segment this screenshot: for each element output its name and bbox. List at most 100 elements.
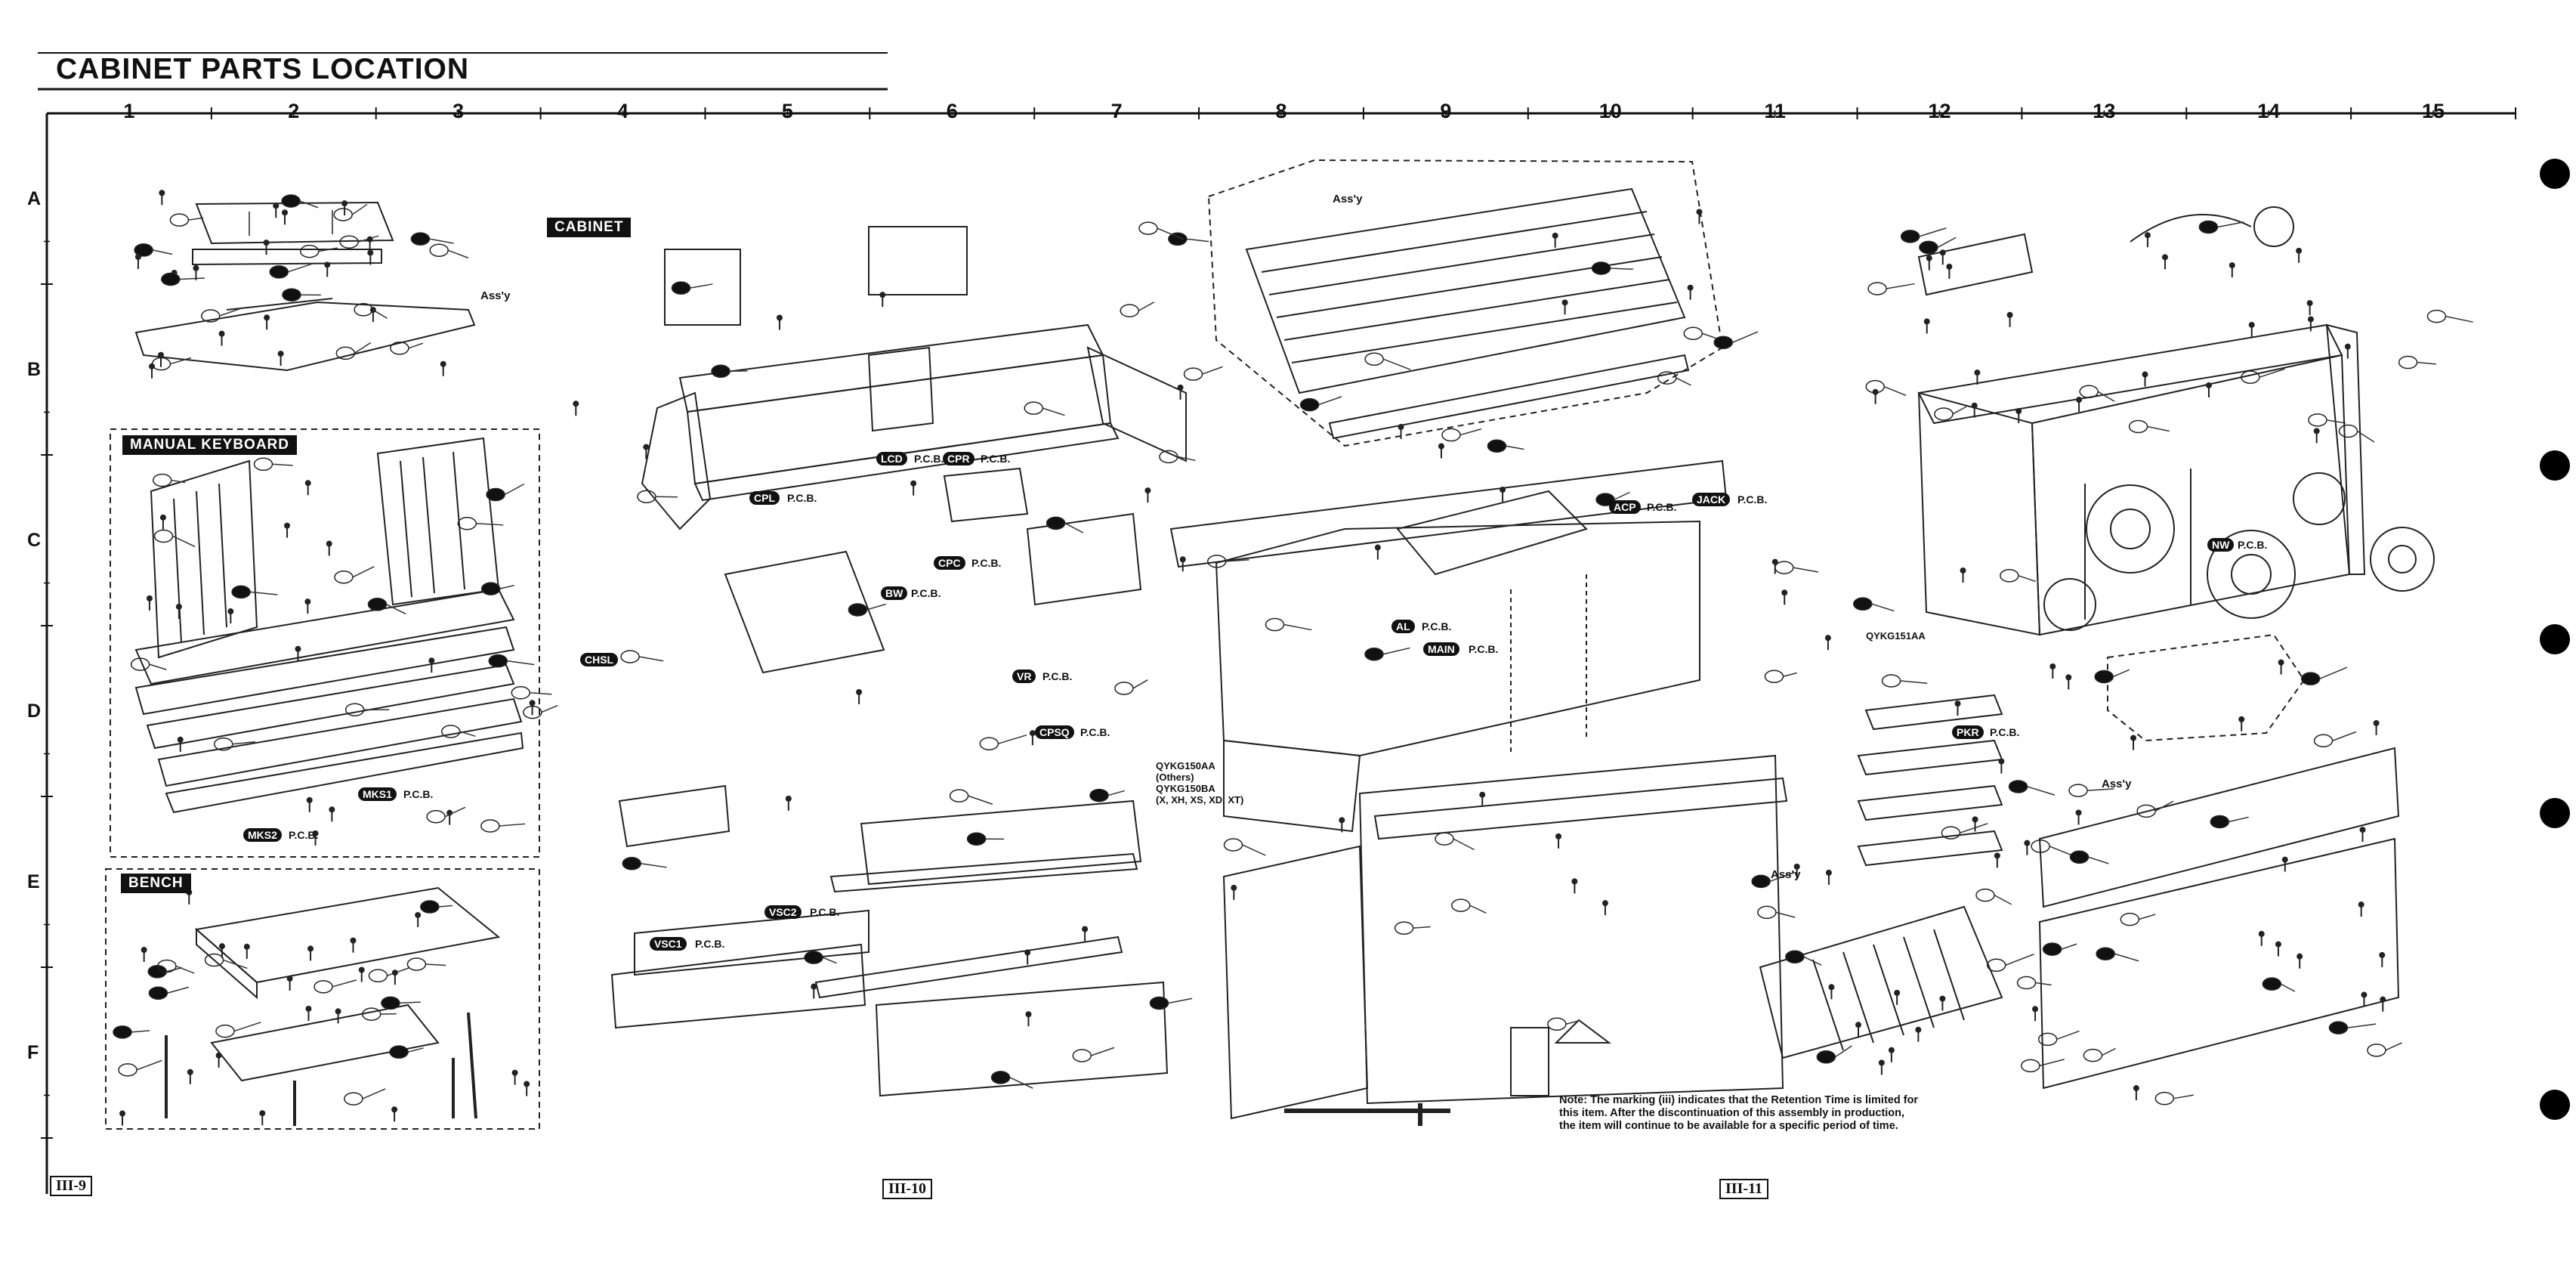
leader-line [288,263,314,273]
row-letter: F [27,1042,39,1063]
pcb-tag: JACK [1692,493,1731,506]
leader-line [1168,997,1193,1004]
callout-balloon [113,1025,132,1039]
leader-line [476,523,504,526]
pcb-suffix: P.C.B. [1469,643,1499,655]
control-panel-drawing [618,226,1187,848]
manual-keyboard-section-label: MANUAL KEYBOARD [122,435,297,455]
callout-balloon [1941,826,1961,840]
column-number: 8 [1275,100,1287,122]
pcb-tag: BW [881,586,908,600]
leader-line [408,342,424,349]
callout-balloon [1919,240,1938,255]
leader-line [1793,567,1819,573]
column-number: 9 [1440,100,1452,122]
leader-line [2445,315,2473,323]
callout-balloon [2426,309,2447,323]
pcb-suffix: P.C.B. [787,492,817,504]
leader-line [2035,982,2052,986]
leader-line [351,203,368,215]
leader-line [2229,816,2249,823]
leader-line [504,483,525,496]
callout-balloon [429,243,449,257]
leader-line [1731,331,1759,343]
leader-line [2154,800,2174,812]
top-board-box [1207,159,1724,447]
leader-line [152,249,173,255]
leader-line [2102,1047,2116,1056]
callout-balloon [2328,1021,2349,1034]
leader-line [1242,844,1266,856]
callout-balloon [2120,912,2140,926]
pcb-suffix: P.C.B. [2238,539,2268,551]
leader-line [170,357,192,365]
pcb-suffix: P.C.B. [1042,670,1073,682]
callout-balloon [1265,617,1285,632]
callout-balloon [1757,905,1777,920]
callout-balloon [1394,921,1414,935]
callout-balloon [381,996,400,1010]
cabinet-part-code: QYKG150AA (Others) QYKG150BA (X, XH, XS,… [1156,760,1244,806]
leader-line [354,342,372,354]
callout-balloon [354,303,373,317]
column-number: 4 [617,100,629,122]
leader-line [1186,238,1209,243]
row-ticks [41,240,53,1139]
callout-balloon [622,856,642,871]
callout-balloon [2398,355,2418,370]
leader-line [171,479,186,484]
pcb-tag: VSC1 [650,937,687,951]
row-letter: A [27,188,42,209]
column-number: 6 [946,100,958,122]
leader-line [1453,838,1475,851]
pcb-suffix: P.C.B. [914,453,944,465]
column-number: 7 [1110,100,1123,122]
leader-line [541,704,558,713]
leader-line [233,1022,261,1032]
pcb-tag: MAIN [1423,642,1459,656]
callout-balloon [334,570,354,584]
side-panels-drawing [2038,747,2400,1090]
callout-balloon [966,832,987,846]
pcb-tag: MKS1 [358,787,397,801]
callout-balloon [848,603,868,617]
pcb-suffix: P.C.B. [403,788,434,800]
leader-line [1834,1045,1852,1058]
callout-balloon [486,487,505,502]
callout-balloon [480,582,501,595]
callout-balloon [2068,784,2088,797]
leader-line [2056,1030,2080,1041]
assy-label-top: Ass'y [480,289,511,302]
callout-balloon [1299,397,1320,412]
callout-balloon [339,235,359,249]
callout-balloon [1683,326,1703,341]
leader-line [1937,237,1957,249]
callout-balloon [979,737,999,750]
pcb-tag: CPSQ [1035,725,1074,739]
leader-line [1614,491,1630,500]
pcb-suffix: P.C.B. [1422,620,1452,632]
leader-line [1225,559,1249,562]
leader-line [2027,786,2056,796]
leader-line [1157,227,1184,240]
leader-line [167,986,190,994]
part-callouts [113,190,2473,1126]
column-number: 10 [1598,100,1622,122]
leader-line [459,731,476,738]
row-letter: D [27,700,42,722]
callout-balloon [1089,788,1109,802]
leader-line [1283,623,1312,631]
pcb-tag: VSC2 [764,905,802,919]
callout-balloon [1183,367,1203,381]
callout-balloon [231,585,251,599]
column-number: 15 [2422,100,2445,122]
callout-balloon [2000,569,2019,583]
callout-balloon [1364,647,1384,661]
callout-balloon [671,281,691,295]
leader-line [1783,672,1797,677]
callout-balloon [1450,898,1471,912]
pcb-suffix: P.C.B. [810,906,840,918]
leader-line [172,535,196,548]
leader-line [362,1088,386,1099]
callout-balloon [333,208,353,221]
